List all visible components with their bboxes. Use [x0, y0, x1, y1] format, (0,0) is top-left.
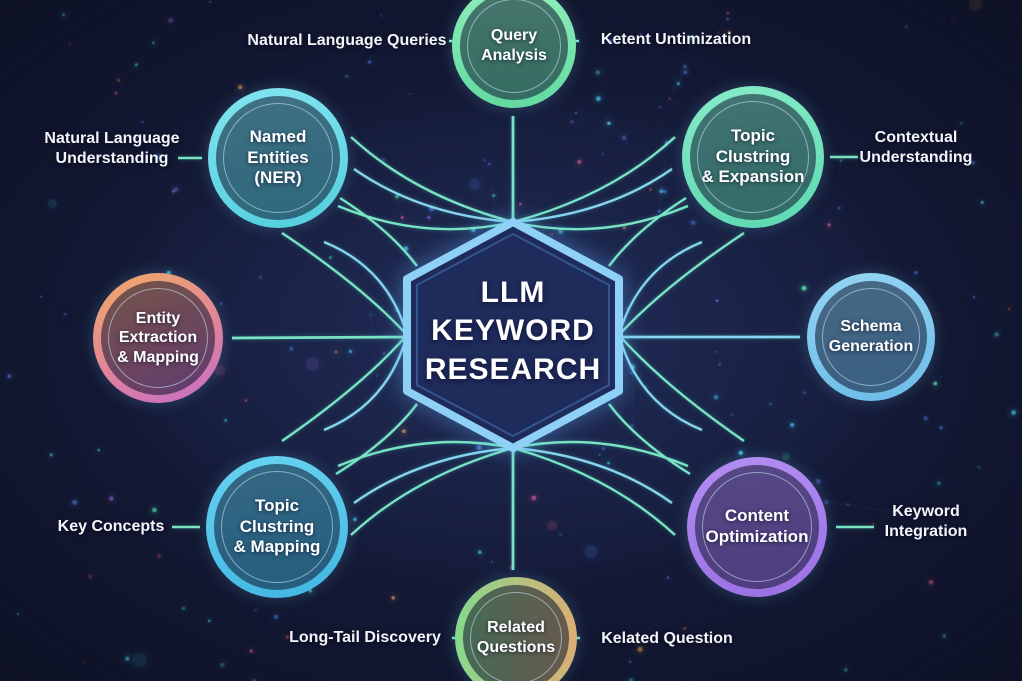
label-contextual-understanding: Contextual Understanding [859, 129, 973, 166]
node-query-analysis: Query Analysis [452, 0, 576, 108]
node-label: Schema Generation [828, 318, 914, 355]
node-topic-clustering-mapping: Topic Clustring & Mapping [206, 456, 348, 598]
label-long-tail-discovery: Long-Tail Discovery [289, 629, 441, 646]
node-label: Named Entities (NER) [247, 126, 309, 188]
label-ketent-untimization: Ketent Untimization [600, 31, 752, 48]
label-natural-language-queries: Natural Language Queries [247, 32, 447, 49]
label-natural-language-understanding: Natural Language Understanding [44, 130, 180, 167]
label-connector-arrows [172, 155, 874, 529]
node-entity-extraction-mapping: Entity Extraction & Mapping [93, 273, 223, 403]
node-to-hub-arrows [335, 196, 691, 476]
label-key-concepts: Key Concepts [57, 518, 165, 535]
center-hub-title: LLM KEYWORD RESEARCH [424, 276, 602, 386]
node-label: Topic Clustring & Expansion [701, 125, 805, 187]
node-label: Query Analysis [481, 27, 547, 64]
center-hub-hexagon: LLM KEYWORD RESEARCH [383, 196, 643, 474]
node-label: Content Optimization [705, 506, 809, 546]
node-label: Related Questions [476, 619, 556, 656]
node-named-entities-ner: Named Entities (NER) [208, 88, 348, 228]
node-schema-generation: Schema Generation [807, 273, 935, 401]
label-keyword-integration: Keyword Integration [884, 503, 968, 540]
node-content-optimization: Content Optimization [687, 457, 827, 597]
node-related-questions: Related Questions [455, 577, 577, 681]
node-label: Entity Extraction & Mapping [117, 309, 199, 366]
label-kelated-question: Kelated Question [601, 630, 733, 647]
node-label: Topic Clustring & Mapping [233, 495, 321, 557]
hexagon-shape [403, 218, 623, 452]
node-topic-clustering-expansion: Topic Clustring & Expansion [682, 86, 824, 228]
